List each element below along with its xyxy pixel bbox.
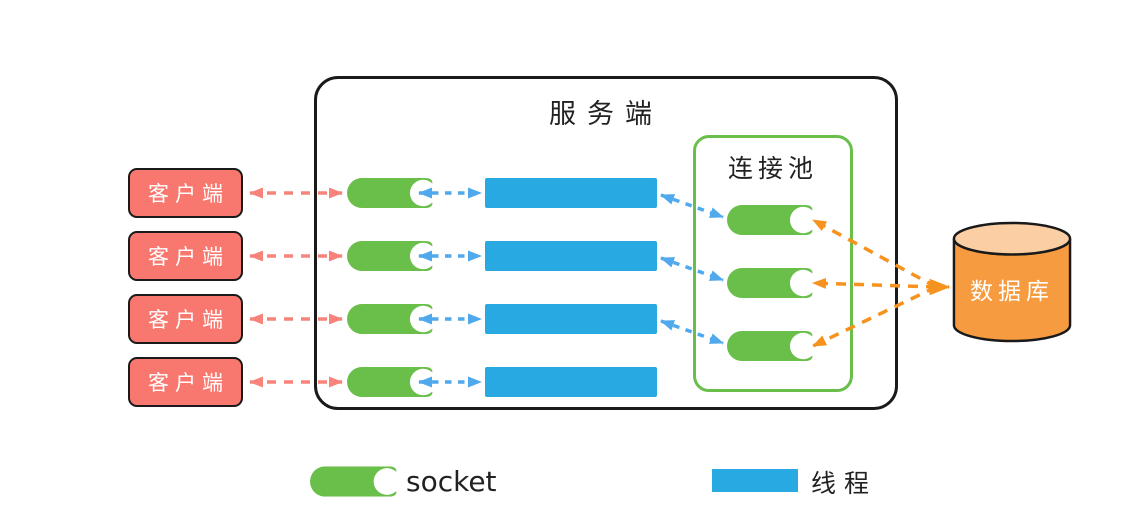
legend-socket-label: socket — [406, 465, 497, 498]
thread-bar-2 — [485, 241, 657, 271]
server-title: 服务端 — [549, 99, 663, 130]
pool-socket-3 — [727, 331, 813, 361]
database-label: 数据库 — [970, 279, 1054, 305]
client-box-4: 客户端 — [128, 357, 243, 407]
server-socket-2 — [347, 241, 433, 271]
database-cylinder — [952, 221, 1072, 343]
client-label: 客户端 — [148, 371, 229, 395]
server-socket-1 — [347, 178, 433, 208]
legend-thread-label: 线程 — [811, 469, 878, 498]
pool-socket-2 — [727, 268, 813, 298]
client-label: 客户端 — [148, 182, 229, 206]
thread-bar-3 — [485, 304, 657, 334]
server-socket-3 — [347, 304, 433, 334]
client-label: 客户端 — [148, 308, 229, 332]
thread-bar-4 — [485, 367, 657, 397]
legend-thread-sample — [712, 469, 798, 492]
pool-socket-1 — [727, 205, 813, 235]
connection-pool-title: 连接池 — [727, 154, 818, 183]
legend-socket-sample — [310, 466, 397, 497]
client-box-1: 客户端 — [128, 168, 243, 218]
client-label: 客户端 — [148, 245, 229, 269]
thread-bar-1 — [485, 178, 657, 208]
client-box-2: 客户端 — [128, 231, 243, 281]
server-socket-4 — [347, 367, 433, 397]
client-box-3: 客户端 — [128, 294, 243, 344]
